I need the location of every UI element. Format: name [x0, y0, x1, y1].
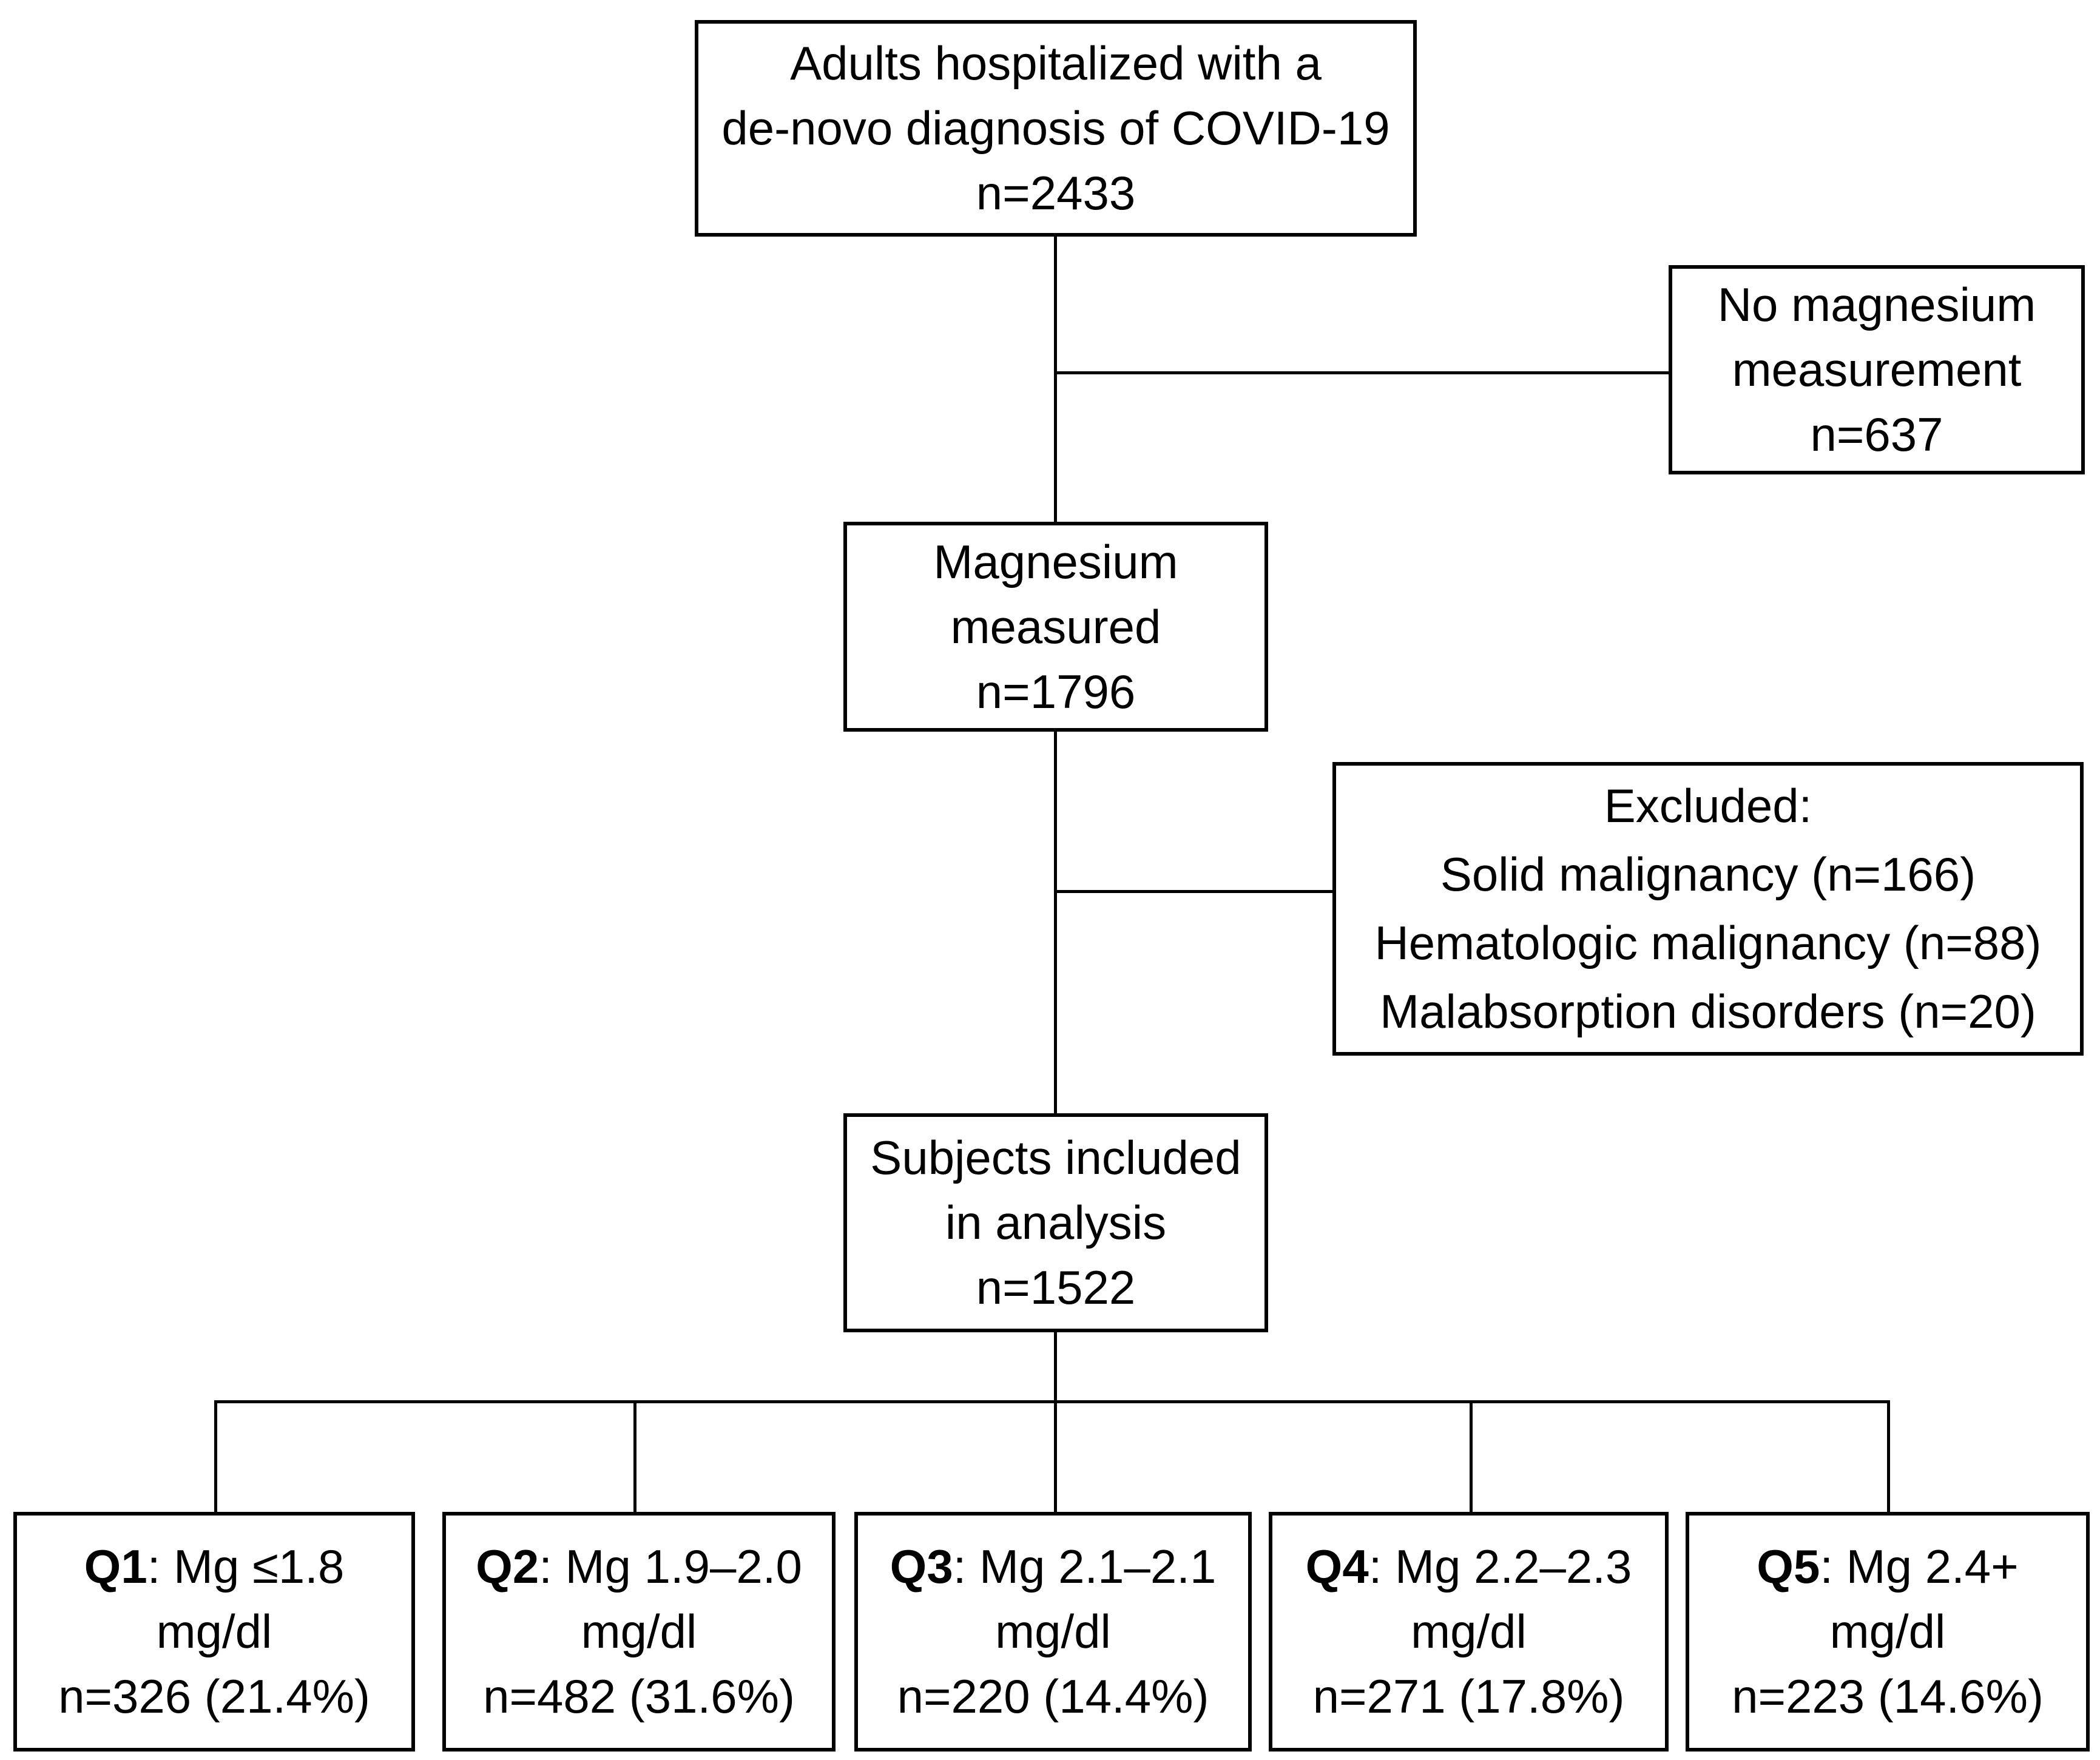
connector-eligible-to-measured: [1054, 235, 1057, 524]
box-eligible-population: Adults hospitalized with a de-novo diagn…: [695, 20, 1417, 237]
connector-stub-q5: [1887, 1400, 1890, 1514]
magnesium-measured-count: n=1796: [976, 664, 1136, 718]
eligible-line-2: de-novo diagnosis of COVID-19: [721, 101, 1390, 155]
no-magnesium-count: n=637: [1810, 408, 1943, 461]
connector-branch-excluded: [1054, 890, 1333, 893]
connector-quintile-rail: [214, 1400, 1890, 1403]
excluded-item-3: Malabsorption disorders (n=20): [1380, 985, 2036, 1038]
q3-label: Q3: [890, 1540, 953, 1593]
q2-unit: mg/dl: [581, 1605, 697, 1658]
connector-stub-q2: [633, 1400, 636, 1514]
box-quintile-q5: Q5: Mg 2.4+ mg/dl n=223 (14.6%): [1686, 1512, 2090, 1752]
box-quintile-q4: Q4: Mg 2.2–2.3 mg/dl n=271 (17.8%): [1269, 1512, 1669, 1752]
q4-range-line: Q4: Mg 2.2–2.3: [1306, 1534, 1632, 1599]
excluded-item-2: Hematologic malignancy (n=88): [1374, 916, 2042, 969]
excluded-item-1: Solid malignancy (n=166): [1440, 848, 1976, 901]
magnesium-measured-line-2: measured: [950, 599, 1161, 653]
q5-label: Q5: [1757, 1540, 1820, 1593]
q2-count: n=482 (31.6%): [483, 1670, 795, 1723]
q3-count: n=220 (14.4%): [897, 1670, 1209, 1723]
q2-range-line: Q2: Mg 1.9–2.0: [476, 1534, 802, 1599]
q5-unit: mg/dl: [1829, 1605, 1946, 1658]
included-line-2: in analysis: [945, 1196, 1167, 1249]
box-quintile-q3: Q3: Mg 2.1–2.1 mg/dl n=220 (14.4%): [854, 1512, 1252, 1752]
magnesium-measured-line-1: Magnesium: [933, 534, 1178, 588]
included-line-1: Subjects included: [870, 1131, 1241, 1184]
q1-count: n=326 (21.4%): [58, 1670, 370, 1723]
connector-stub-q4: [1470, 1400, 1473, 1514]
excluded-title: Excluded:: [1604, 779, 1812, 832]
connector-included-to-rail: [1054, 1330, 1057, 1403]
q4-unit: mg/dl: [1411, 1605, 1527, 1658]
eligible-count: n=2433: [976, 166, 1136, 220]
no-magnesium-line-1: No magnesium: [1717, 278, 2036, 331]
q5-range: : Mg 2.4+: [1820, 1540, 2019, 1593]
no-magnesium-line-2: measurement: [1732, 343, 2022, 396]
q5-count: n=223 (14.6%): [1732, 1670, 2044, 1723]
q2-range: : Mg 1.9–2.0: [539, 1540, 802, 1593]
box-quintile-q1: Q1: Mg ≤1.8 mg/dl n=326 (21.4%): [13, 1512, 415, 1752]
box-quintile-q2: Q2: Mg 1.9–2.0 mg/dl n=482 (31.6%): [442, 1512, 836, 1752]
q4-count: n=271 (17.8%): [1312, 1670, 1625, 1723]
box-magnesium-measured: Magnesium measured n=1796: [843, 522, 1268, 732]
connector-measured-to-included: [1054, 730, 1057, 1115]
q5-range-line: Q5: Mg 2.4+: [1757, 1534, 2018, 1599]
q1-label: Q1: [84, 1540, 147, 1593]
q1-unit: mg/dl: [156, 1605, 272, 1658]
included-count: n=1522: [976, 1261, 1136, 1314]
eligible-line-1: Adults hospitalized with a: [790, 36, 1322, 90]
box-no-magnesium-measurement: No magnesium measurement n=637: [1669, 265, 2085, 474]
connector-stub-q3: [1054, 1400, 1057, 1514]
connector-stub-q1: [214, 1400, 217, 1514]
q4-range: : Mg 2.2–2.3: [1368, 1540, 1632, 1593]
connector-branch-no-magnesium: [1054, 371, 1670, 374]
q2-label: Q2: [476, 1540, 539, 1593]
q3-range: : Mg 2.1–2.1: [953, 1540, 1217, 1593]
q3-range-line: Q3: Mg 2.1–2.1: [890, 1534, 1217, 1599]
q3-unit: mg/dl: [995, 1605, 1111, 1658]
box-excluded: Excluded: Solid malignancy (n=166) Hemat…: [1332, 762, 2084, 1056]
box-subjects-included: Subjects included in analysis n=1522: [843, 1113, 1268, 1332]
q1-range: : Mg ≤1.8: [147, 1540, 345, 1593]
q4-label: Q4: [1305, 1540, 1369, 1593]
q1-range-line: Q1: Mg ≤1.8: [84, 1534, 345, 1599]
